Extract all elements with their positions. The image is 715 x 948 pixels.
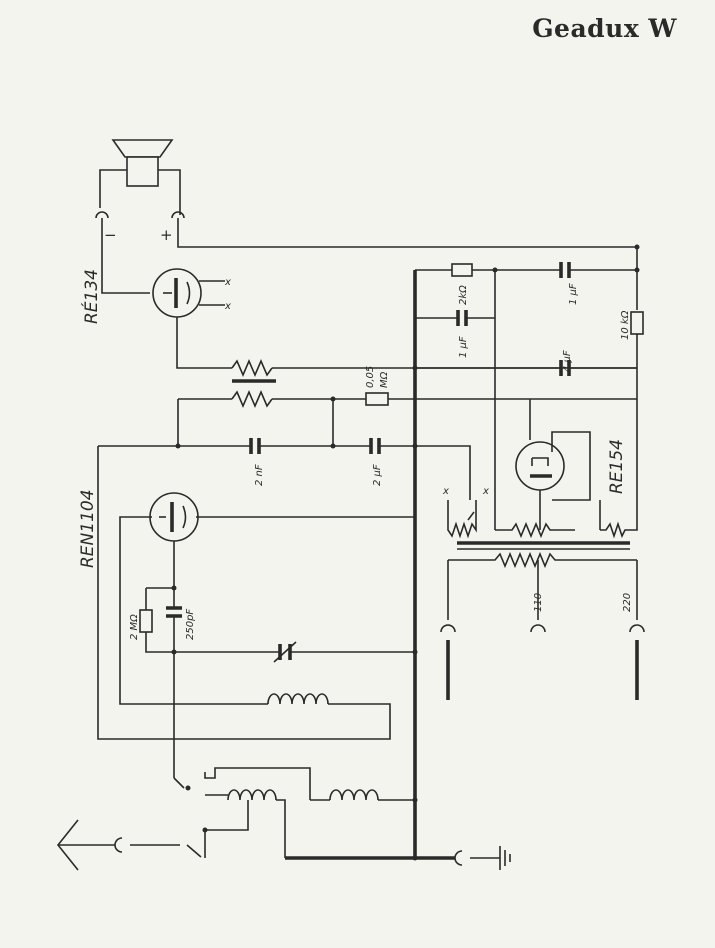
reaction-coil bbox=[267, 693, 329, 705]
svg-text:2 nF: 2 nF bbox=[254, 464, 265, 486]
svg-text:0,05: 0,05 bbox=[365, 366, 376, 388]
grid-resistor-lower bbox=[231, 389, 273, 409]
svg-text:250pF: 250pF bbox=[185, 609, 196, 640]
grid-resistor-upper bbox=[231, 358, 276, 383]
resistor-0.05M bbox=[365, 392, 389, 406]
ground-icon bbox=[499, 846, 511, 870]
svg-text:x: x bbox=[224, 301, 231, 312]
resistor-2k bbox=[451, 263, 473, 277]
antenna-icon bbox=[56, 819, 115, 871]
ground-jack bbox=[454, 850, 463, 866]
antenna-coil-2 bbox=[329, 789, 379, 801]
svg-text:MΩ: MΩ bbox=[379, 371, 390, 388]
rectifier-tube bbox=[515, 441, 565, 491]
plus-label: + bbox=[160, 226, 173, 244]
detector-tube-label: REN1104 bbox=[78, 489, 98, 568]
svg-text:110: 110 bbox=[533, 593, 544, 612]
detector-tube bbox=[149, 492, 199, 542]
mains-jack-a bbox=[440, 624, 456, 633]
resistor-10k bbox=[630, 311, 644, 335]
mains-jack-220 bbox=[629, 624, 645, 633]
mains-jack-110 bbox=[530, 624, 546, 633]
output-tube-label: RÉ134 bbox=[80, 269, 102, 324]
svg-text:x: x bbox=[482, 486, 489, 497]
svg-text:1 μF: 1 μF bbox=[568, 283, 579, 305]
svg-text:4 μF: 4 μF bbox=[562, 350, 573, 372]
resistor-2M bbox=[139, 609, 153, 633]
svg-text:10 kΩ: 10 kΩ bbox=[620, 310, 631, 340]
svg-text:2 μF: 2 μF bbox=[372, 464, 383, 486]
antenna-coil-1 bbox=[227, 789, 277, 801]
antenna-jack bbox=[114, 837, 123, 853]
loudspeaker-icon bbox=[111, 139, 174, 187]
output-tube bbox=[152, 268, 202, 318]
page-title: Geadux W bbox=[532, 14, 677, 43]
svg-text:x: x bbox=[224, 277, 231, 288]
speaker-jack-plus bbox=[171, 211, 185, 226]
svg-text:220: 220 bbox=[622, 593, 633, 612]
minus-label: − bbox=[104, 226, 117, 244]
svg-text:2kΩ: 2kΩ bbox=[458, 285, 469, 305]
rectifier-tube-label: RE154 bbox=[607, 439, 627, 494]
svg-text:1 μF: 1 μF bbox=[458, 336, 469, 358]
svg-text:x: x bbox=[442, 486, 449, 497]
speaker-jack-minus bbox=[95, 211, 109, 226]
svg-text:2 MΩ: 2 MΩ bbox=[129, 614, 140, 640]
